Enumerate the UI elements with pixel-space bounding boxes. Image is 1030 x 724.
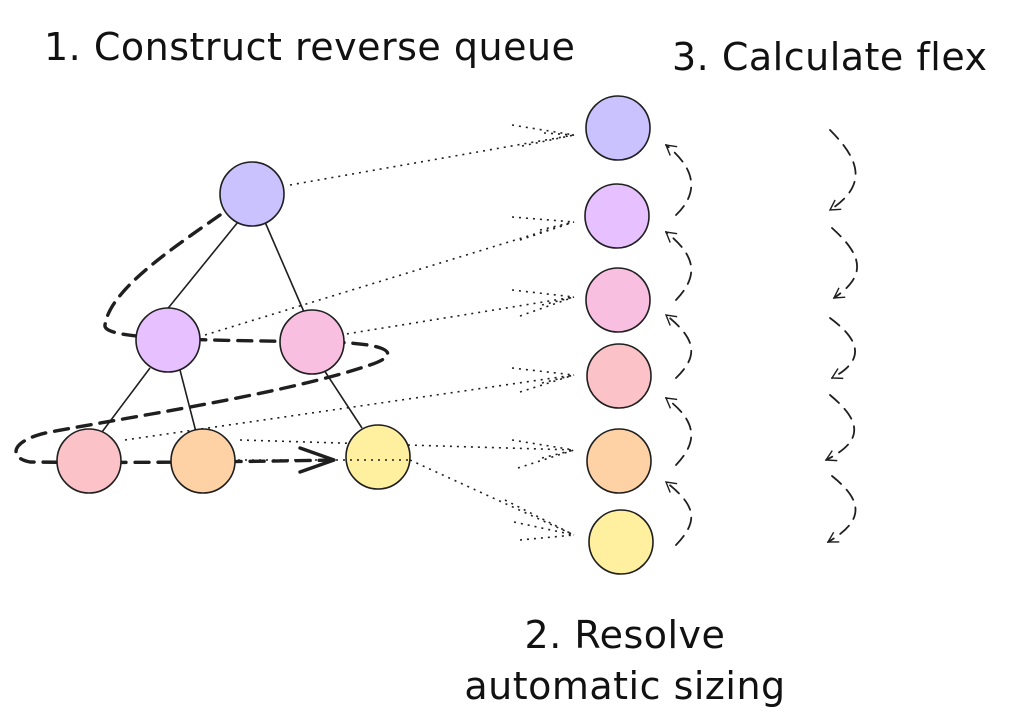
edge-l2left-l3mid (179, 369, 197, 433)
edge-root-l2left (164, 221, 239, 313)
projection-l3right (409, 459, 575, 536)
fan-q4 (511, 367, 575, 393)
step-1-label: 1. Construct reverse queue (44, 25, 576, 69)
flex-arrow-4-5 (824, 394, 855, 462)
resolve-arrow-2-1 (664, 144, 693, 216)
resolve-sizing-arrows (664, 144, 693, 546)
resolve-arrow-6-5 (664, 481, 693, 546)
calculate-flex-arrows (824, 129, 858, 543)
projection-l2right (339, 296, 575, 336)
projection-l3left (124, 374, 575, 441)
tree-node-root (219, 161, 285, 227)
resolve-arrow-5-4 (664, 397, 693, 466)
flex-arrow-3-4 (829, 317, 856, 380)
fan-q3 (511, 289, 575, 317)
fan-q1 (511, 124, 575, 147)
step-3-label: 3. Calculate flex (672, 35, 988, 79)
queue-node-3 (585, 267, 651, 333)
queue-nodes (584, 95, 654, 575)
fan-q2 (511, 216, 575, 241)
traversal-arrowhead (298, 446, 336, 474)
flex-arrow-2-3 (831, 227, 858, 299)
edge-root-l2right (264, 221, 305, 313)
flex-arrow-5-6 (826, 475, 857, 543)
queue-node-5 (586, 428, 652, 494)
queue-node-4 (586, 343, 652, 409)
resolve-arrow-4-3 (664, 314, 693, 379)
tree-node-l3-mid (170, 428, 236, 494)
queue-node-1 (585, 95, 651, 161)
step-2-label: 2. Resolve automatic sizing (460, 610, 790, 713)
resolve-arrow-3-2 (664, 231, 693, 301)
edge-l2right-l3right (323, 369, 363, 429)
tree-nodes (56, 161, 411, 494)
step-2-line-1: 2. Resolve (524, 613, 726, 657)
queue-node-6 (588, 509, 654, 575)
fan-q6 (504, 499, 575, 541)
queue-node-2 (584, 183, 650, 249)
flex-arrow-1-2 (828, 129, 857, 211)
projection-root (289, 134, 575, 186)
tree-node-l3-left (56, 428, 122, 494)
projection-l2left (204, 221, 575, 336)
tree-node-l2-right (279, 309, 345, 375)
step-2-line-2: automatic sizing (464, 664, 786, 709)
tree-node-l2-left (135, 307, 201, 373)
tree-node-l3-right (345, 424, 411, 490)
fan-q5 (511, 439, 575, 469)
